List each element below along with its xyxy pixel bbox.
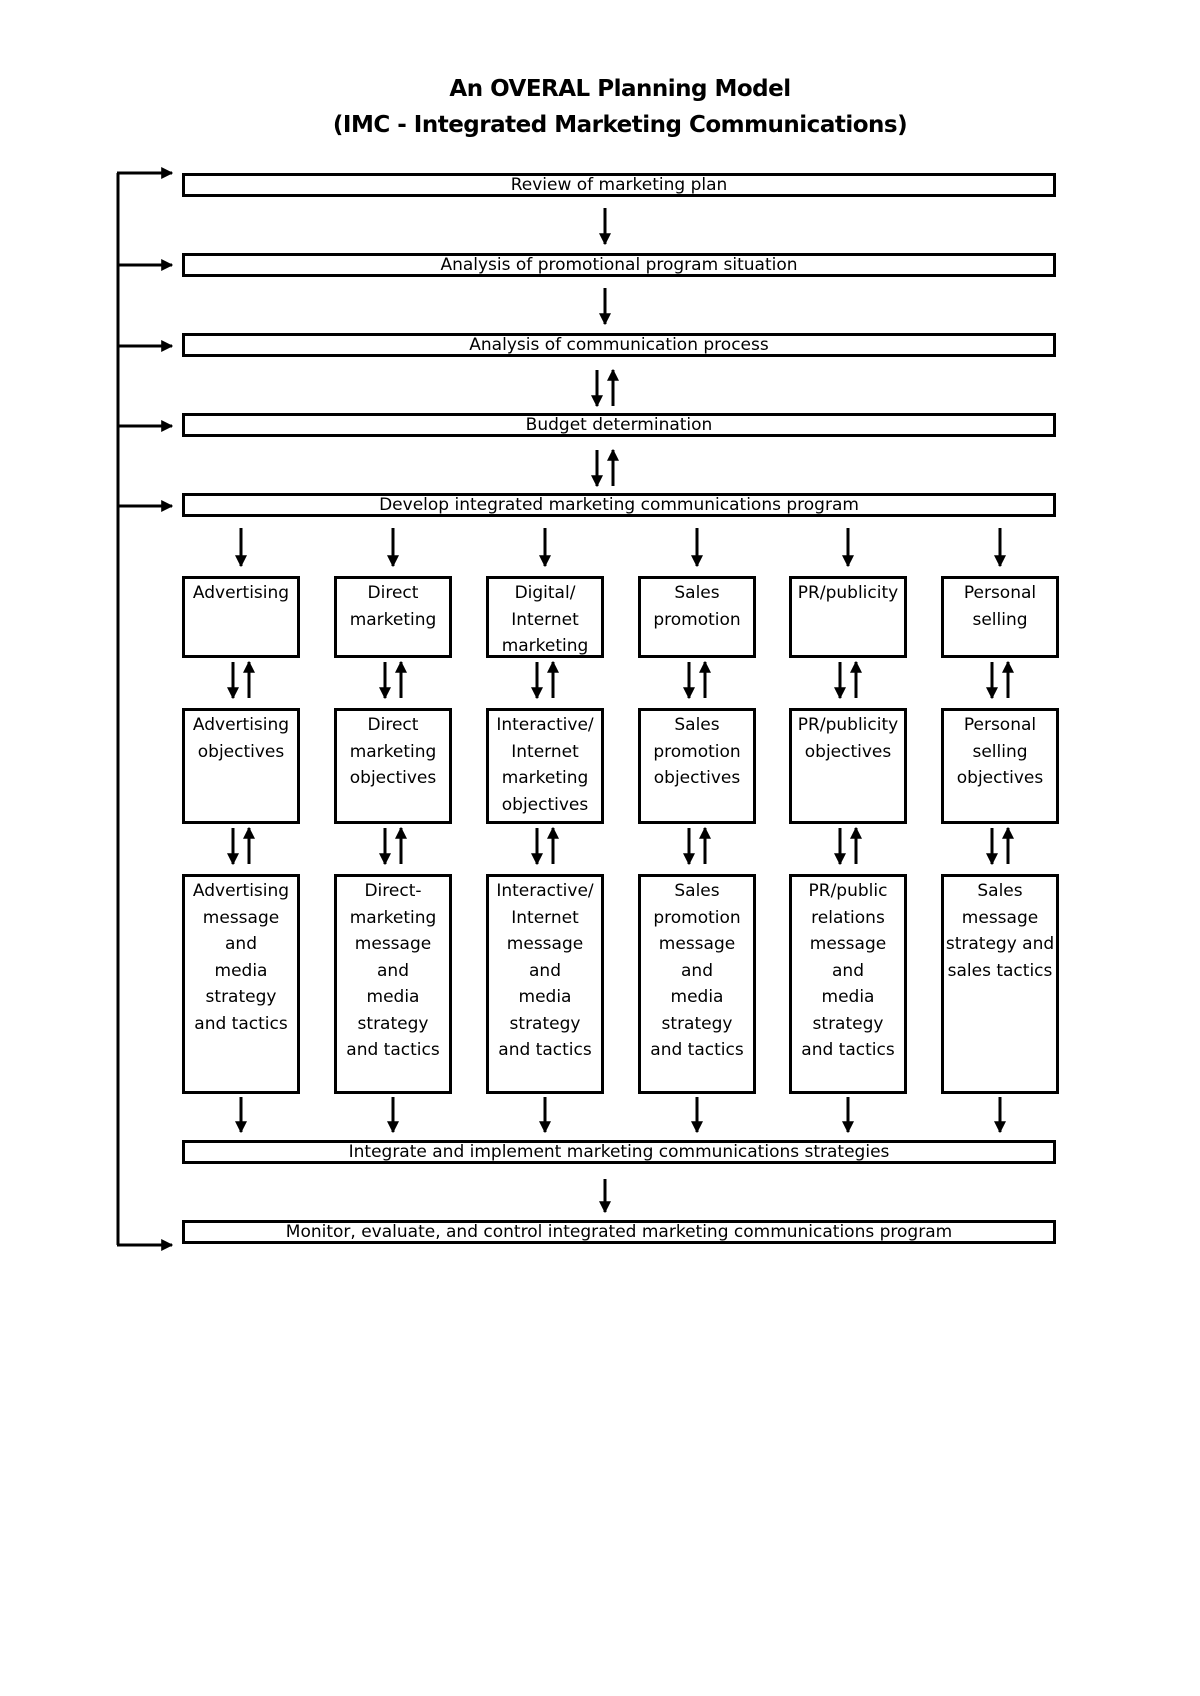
box-text-line: objectives [653, 768, 741, 788]
box-text-line: Interactive/ [496, 715, 594, 735]
box-text-line: marketing [349, 741, 437, 762]
objectives-box: Sales promotion objectives [638, 708, 756, 824]
box-text-line: PR/publicity [797, 715, 899, 735]
box-text-line: Sales [674, 715, 720, 735]
box-text-line: media [670, 987, 724, 1007]
diagram-title: An OVERAL Planning Model [449, 76, 791, 102]
objectives-box: PR/publicity objectives [789, 708, 907, 824]
box-text-line: message [506, 934, 584, 954]
tool-box: Direct marketing [334, 576, 452, 658]
box-text-line: PR/public [808, 881, 888, 901]
box-text-line: and [832, 960, 864, 981]
box-text-line: strategy [205, 987, 277, 1007]
box-text-line: and tactics [498, 1040, 592, 1060]
box-text-line: objectives [804, 741, 892, 762]
box-text-line: objectives [956, 768, 1044, 788]
box-text-line: Sales [674, 583, 720, 603]
box-text-line: Sales [674, 881, 720, 901]
stage-monitor-evaluate-control: Monitor, evaluate, and control integrate… [182, 1220, 1056, 1244]
box-text-line: Personal [963, 583, 1037, 603]
box-text-line: message [809, 934, 887, 954]
box-text-line: Internet [511, 907, 579, 928]
diagram-subtitle: (IMC - Integrated Marketing Communicatio… [332, 112, 908, 138]
tool-box: Advertising [182, 576, 300, 658]
box-text-line: marketing [501, 768, 589, 788]
box-text-line: Personal [963, 715, 1037, 735]
box-text-line: and [529, 960, 561, 981]
box-text-line: media [821, 987, 875, 1007]
strategy-box: Sales promotion message and media strategy and… [638, 874, 756, 1094]
objectives-box: Direct marketing objectives [334, 708, 452, 824]
box-text-line: Interactive/ [496, 881, 594, 901]
stage-integrate-implement: Integrate and implement marketing commun… [182, 1140, 1056, 1164]
box-text-line: media [518, 987, 572, 1007]
box-text-line: media [214, 960, 268, 981]
box-text-line: and tactics [650, 1040, 744, 1060]
box-text-line: and [225, 934, 257, 954]
box-text-line: marketing [501, 636, 589, 656]
box-text-line: strategy [357, 1013, 429, 1034]
box-text-line: and [681, 960, 713, 981]
tool-box: Digital/Internet marketing [486, 576, 604, 658]
box-text-line: Direct [367, 583, 419, 603]
stage-promotional-situation-analysis: Analysis of promotional program situatio… [182, 253, 1056, 277]
box-text-line: promotion [653, 741, 741, 762]
tool-box: Personal selling [941, 576, 1059, 658]
box-text-line: selling [972, 741, 1028, 762]
box-text-line: Advertising [192, 715, 290, 735]
stage-review-marketing-plan: Review of marketing plan [182, 173, 1056, 197]
box-text-line: Internet [511, 741, 579, 762]
box-text-line: relations [811, 907, 885, 928]
box-text-line: strategy [812, 1013, 884, 1034]
objectives-box: Interactive/Internet marketing objectives [486, 708, 604, 824]
box-text-line: PR/publicity [797, 583, 899, 603]
box-text-line: and [377, 960, 409, 981]
stage-budget-determination: Budget determination [182, 413, 1056, 437]
tool-box: PR/publicity [789, 576, 907, 658]
box-text-line: and tactics [346, 1040, 440, 1060]
tool-box: Sales promotion [638, 576, 756, 658]
strategy-box: Interactive/Internet message and media strat… [486, 874, 604, 1094]
box-text-line: promotion [653, 907, 741, 928]
objectives-box: Advertising objectives [182, 708, 300, 824]
box-text-line: message [354, 934, 432, 954]
box-text-line: strategy [509, 1013, 581, 1034]
box-text-line: promotion [653, 609, 741, 630]
strategy-box: PR/public relations message and media strateg… [789, 874, 907, 1094]
strategy-box: Advertising message and media strategy and ta… [182, 874, 300, 1094]
box-text-line: selling [972, 609, 1028, 630]
stage-develop-imc-program: Develop integrated marketing communicati… [182, 493, 1056, 517]
box-text-line: media [366, 987, 420, 1007]
box-text-line: Advertising [192, 881, 290, 901]
strategy-box: Direct-marketing message and media strategy a… [334, 874, 452, 1094]
box-text-line: strategy and [945, 934, 1055, 954]
box-text-line: Internet [511, 609, 579, 630]
feedback-loop [116, 167, 174, 1251]
box-text-line: message [961, 907, 1039, 928]
box-text-line: objectives [197, 741, 285, 762]
box-text-line: marketing [349, 907, 437, 928]
box-text-line: objectives [501, 794, 589, 815]
box-text-line: message [202, 907, 280, 928]
box-text-line: and tactics [801, 1040, 895, 1060]
box-text-line: Sales [977, 881, 1023, 901]
box-text-line: objectives [349, 768, 437, 788]
box-text-line: message [658, 934, 736, 954]
box-text-line: Direct [367, 715, 419, 735]
strategy-box: Sales message strategy and sales tactics [941, 874, 1059, 1094]
box-text-line: strategy [661, 1013, 733, 1034]
box-text-line: sales tactics [947, 960, 1053, 981]
box-text-line: Advertising [192, 583, 290, 603]
box-text-line: marketing [349, 609, 437, 630]
box-text-line: and tactics [194, 1013, 288, 1034]
box-text-line: Digital/ [514, 583, 576, 603]
stage-communication-process-analysis: Analysis of communication process [182, 333, 1056, 357]
box-text-line: Direct- [364, 881, 422, 901]
objectives-box: Personal selling objectives [941, 708, 1059, 824]
